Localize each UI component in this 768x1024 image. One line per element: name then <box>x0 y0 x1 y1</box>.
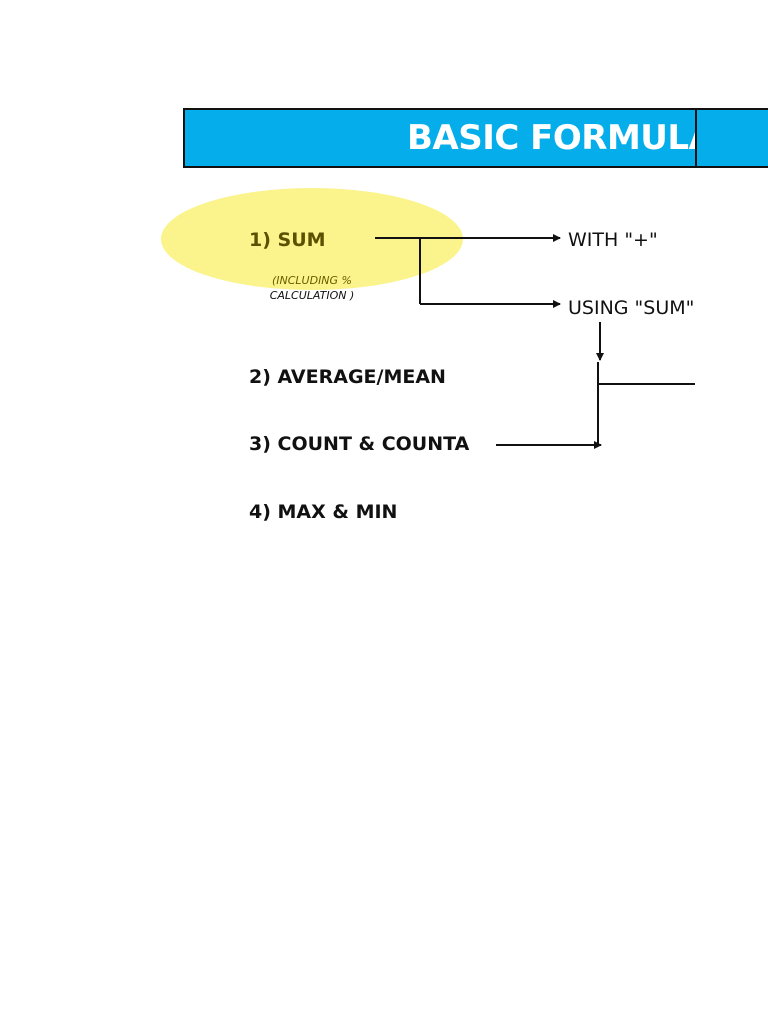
sum-note-line2: CALCULATION ) <box>269 289 355 302</box>
sum-note: (INCLUDING % CALCULATION ) <box>262 273 362 303</box>
topic-count-counta: 3) COUNT & COUNTA <box>249 433 470 455</box>
sum-method-function: USING "SUM" <box>568 297 695 319</box>
sum-note-line1: (INCLUDING % <box>271 274 353 287</box>
topic-sum: 1) SUM <box>249 229 326 251</box>
connector-arrows <box>375 234 695 449</box>
title-divider <box>695 110 697 166</box>
topic-average-mean: 2) AVERAGE/MEAN <box>249 366 446 388</box>
right-content-clip: WITH "+" USING "SUM" <box>375 229 695 449</box>
page-title: BASIC FORMULAS <box>407 118 695 158</box>
topic-max-min: 4) MAX & MIN <box>249 501 398 523</box>
title-clip: BASIC FORMULAS <box>185 110 695 166</box>
title-banner: BASIC FORMULAS <box>183 108 768 168</box>
sum-method-plus: WITH "+" <box>568 229 658 251</box>
